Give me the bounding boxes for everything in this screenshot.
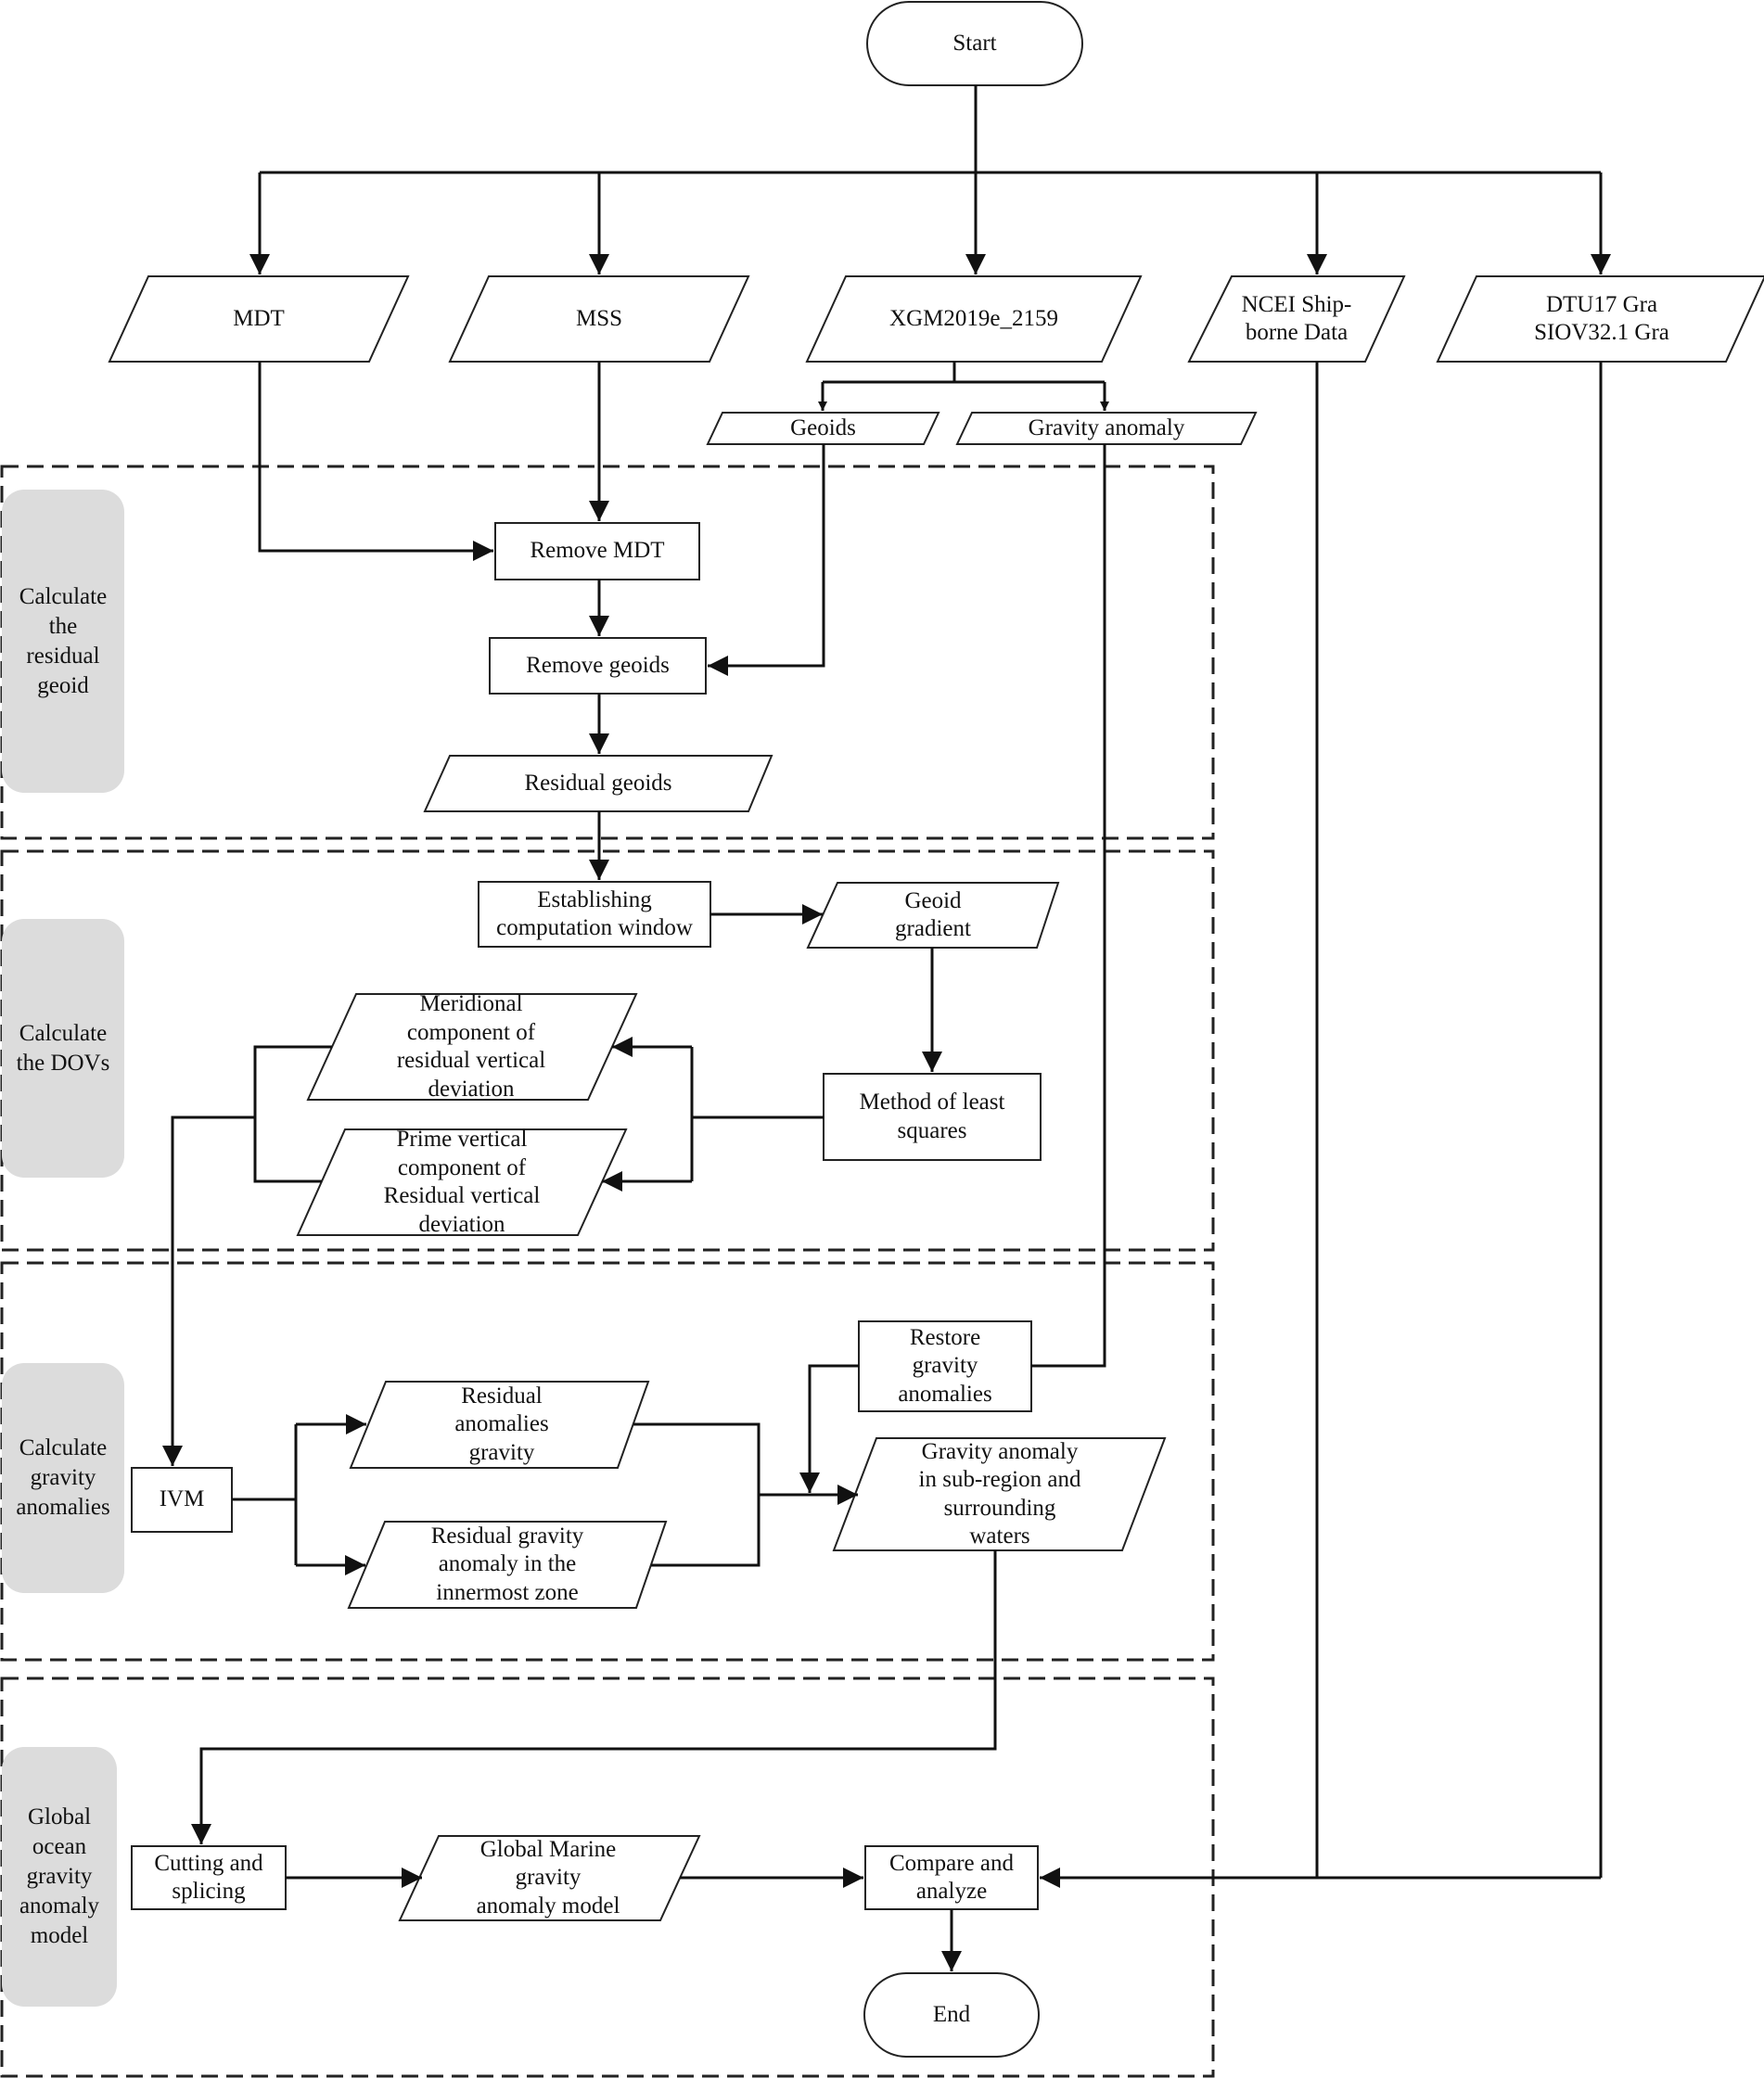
geoid-gradient-data-shape [806,882,1060,949]
meridional-data-shape [306,993,638,1101]
mdt-data-shape [108,275,410,363]
stage-label-line: geoid [37,672,89,698]
stage-label-line: anomaly [19,1893,100,1919]
global-marine-data-shape [398,1835,701,1921]
stage-label-line: residual [26,643,100,669]
connector-meridional-out [253,1045,332,1183]
arrow-restore-to-merge [799,1364,859,1493]
stage-label-line: the [48,613,78,639]
stage-label-line: Calculate [19,1020,108,1046]
stage-label-line: model [30,1923,89,1948]
stage-label-line: the DOVs [16,1050,110,1076]
ncei-data-shape [1187,275,1406,363]
dtu-data-shape [1436,275,1764,363]
stage-label-global-model: Global ocean gravity anomaly model [2,1747,117,2007]
arrow-gravity-anomaly-to-restore [1031,444,1106,1368]
stage-label-line: anomalies [16,1495,110,1520]
stage-label-line: Calculate [19,1435,108,1460]
arrow-geoids-to-remove-geoids [708,444,825,676]
stage-label-line: Calculate [19,583,108,609]
end-terminal [863,1972,1040,2058]
least-squares-box [823,1073,1042,1161]
prime-vertical-data-shape [296,1128,628,1236]
start-terminal [866,1,1083,86]
remove-geoids-box [489,637,707,695]
cutting-box [131,1845,287,1910]
ivm-box [131,1467,233,1533]
mss-data-shape [448,275,750,363]
residual-anomalies-data-shape [349,1381,650,1469]
arrow-subregion-to-cutting [191,1550,997,1844]
geoids-data-shape [706,412,940,445]
stage-label-line: ocean [32,1834,87,1859]
stage-label-dovs: Calculate the DOVs [2,919,124,1178]
restore-gravity-box [858,1320,1032,1412]
establishing-window-box [478,881,711,948]
remove-mdt-box [494,522,700,580]
stage-label-line: gravity [30,1465,96,1490]
arrow-dovs-to-ivm [162,1115,255,1466]
residual-innermost-data-shape [347,1521,668,1609]
stage-label-gravity-anomalies: Calculate gravity anomalies [2,1363,124,1593]
residual-geoids-data-shape [423,755,773,812]
xgm-data-shape [805,275,1143,363]
stage-label-residual-geoid: Calculate the residual geoid [2,490,124,793]
arrow-mdt-to-remove-mdt [258,362,493,561]
stage-label-line: Global [27,1804,92,1829]
compare-box [864,1845,1039,1910]
subregion-data-shape [832,1437,1167,1551]
stage-label-line: gravity [26,1864,93,1889]
gravity-anomaly-data-shape [955,412,1258,445]
